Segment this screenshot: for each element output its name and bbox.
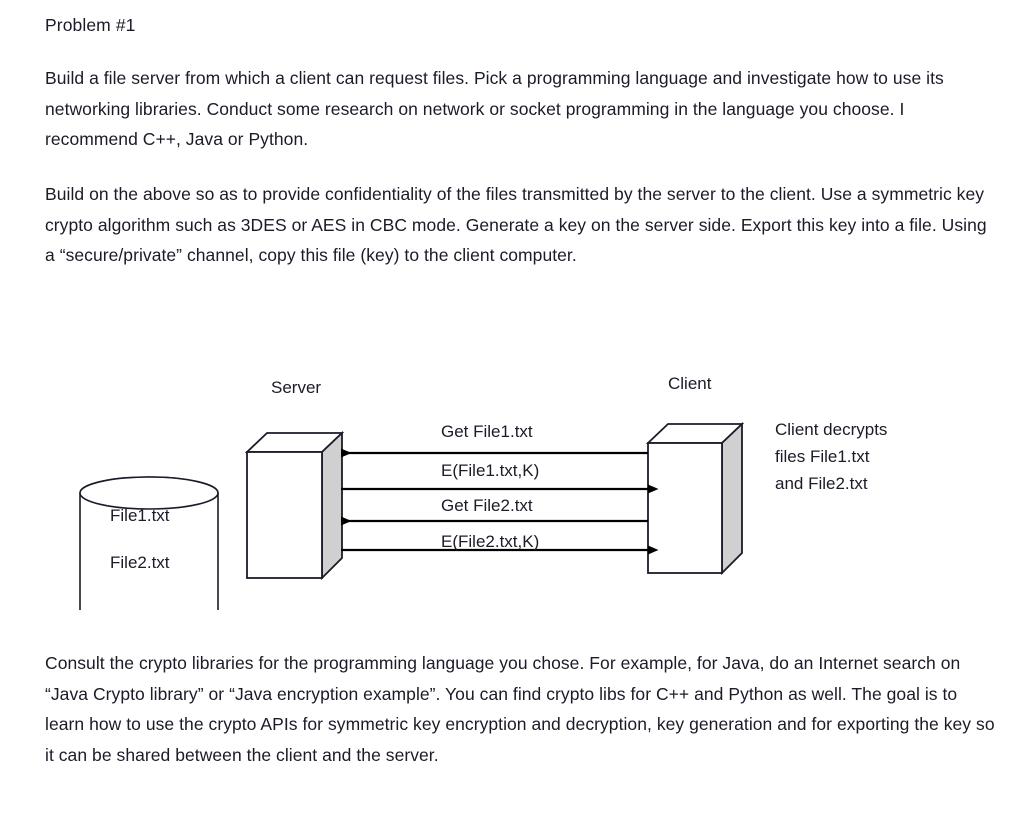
server-box-front-face bbox=[246, 451, 323, 579]
client-box bbox=[645, 421, 745, 576]
server-box bbox=[244, 430, 345, 581]
file-store-item-file1: File1.txt bbox=[110, 506, 170, 525]
arrow-label-get-file1: Get File1.txt bbox=[441, 422, 533, 441]
arrow-label-get-file2: Get File2.txt bbox=[441, 496, 533, 515]
cylinder-top bbox=[79, 476, 219, 510]
paragraph-1: Build a file server from which a client … bbox=[45, 68, 944, 149]
paragraph-2: Build on the above so as to provide conf… bbox=[45, 184, 987, 265]
page-title: Problem #1 bbox=[45, 15, 136, 35]
client-box-side-face bbox=[721, 421, 743, 576]
server-box-side-face bbox=[321, 430, 343, 581]
arrow-label-enc-file2: E(File2.txt,K) bbox=[441, 532, 540, 551]
client-server-diagram: Server Client File1.txt File2.txt Get Fi… bbox=[0, 360, 1024, 610]
client-label: Client bbox=[668, 374, 712, 393]
server-label: Server bbox=[271, 378, 322, 397]
file-store-item-file2: File2.txt bbox=[110, 553, 170, 572]
client-box-front-face bbox=[647, 442, 723, 574]
diagram-svg bbox=[79, 421, 745, 610]
file-store-cylinder bbox=[79, 476, 219, 610]
arrow-label-enc-file1: E(File1.txt,K) bbox=[441, 461, 540, 480]
paragraph-3: Consult the crypto libraries for the pro… bbox=[45, 653, 995, 765]
client-decrypt-note: Client decrypts files File1.txt and File… bbox=[775, 420, 888, 493]
